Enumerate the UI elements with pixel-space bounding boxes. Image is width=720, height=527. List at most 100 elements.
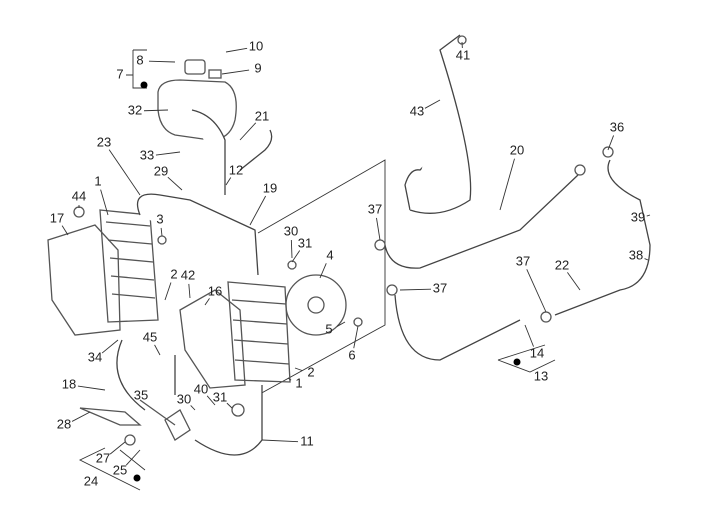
hose-14: [394, 294, 521, 361]
leader-line: [109, 441, 126, 455]
tank-cap: [184, 59, 206, 75]
set-marker-dot: [140, 81, 148, 89]
right-shroud: [179, 289, 246, 389]
callout-27: 27: [96, 450, 110, 465]
callout-35: 35: [134, 387, 148, 402]
callout-21: 21: [255, 108, 269, 123]
leader-line: [125, 449, 141, 466]
leader-line: [206, 395, 216, 406]
callout-5: 5: [325, 321, 332, 336]
leader-line: [336, 321, 346, 327]
callout-32: 32: [128, 102, 142, 117]
callout-20: 20: [510, 142, 524, 157]
callout-11: 11: [300, 433, 314, 448]
leader-line: [646, 214, 651, 217]
hose-21: [239, 129, 273, 171]
callout-23: 23: [97, 134, 111, 149]
leader-line: [77, 385, 106, 391]
callout-1: 1: [94, 173, 101, 188]
leader-line: [294, 367, 303, 372]
leader-line: [524, 324, 534, 347]
callout-1: 1: [295, 375, 302, 390]
callout-8: 8: [136, 52, 143, 67]
leader-line: [100, 189, 109, 216]
set-marker-dot: [133, 474, 141, 482]
leader-line: [607, 135, 615, 151]
callout-3: 3: [156, 211, 163, 226]
callout-28: 28: [57, 416, 71, 431]
hose-11: [194, 385, 263, 456]
leader-line: [526, 269, 547, 313]
leader-line: [61, 225, 69, 236]
callout-34: 34: [88, 349, 102, 364]
leader-line: [190, 405, 196, 411]
hose-43: [409, 34, 472, 214]
callout-25: 25: [113, 462, 127, 477]
leader-line: [164, 282, 172, 301]
leader-line: [261, 439, 299, 443]
callout-4: 4: [326, 247, 333, 262]
callout-41: 41: [456, 47, 470, 62]
fan: [285, 274, 347, 336]
leader-line: [644, 258, 649, 261]
group-brackets: [78, 49, 556, 491]
callout-19: 19: [263, 180, 277, 195]
right-radiator: [179, 281, 291, 389]
leader-line: [188, 283, 191, 299]
expansion-tank: [157, 59, 237, 141]
leader-lines: [61, 41, 651, 466]
callout-44: 44: [72, 188, 86, 203]
hose-18: [116, 339, 146, 411]
callout-43: 43: [410, 103, 424, 118]
callout-12: 12: [229, 162, 243, 177]
left-shroud: [47, 224, 121, 336]
callout-18: 18: [62, 376, 76, 391]
bolt-31: [231, 403, 245, 417]
leader-line: [287, 377, 292, 381]
callout-2: 2: [170, 266, 177, 281]
leader-line: [353, 325, 359, 349]
callout-39: 39: [631, 209, 645, 224]
strap-28: [79, 407, 142, 426]
bracket: [208, 69, 222, 79]
callout-9: 9: [254, 60, 261, 75]
hose-12: [191, 109, 226, 195]
callout-30: 30: [177, 391, 191, 406]
leader-line: [154, 344, 161, 356]
callout-16: 16: [208, 283, 222, 298]
leader-line: [71, 411, 91, 422]
leader-line: [101, 339, 119, 354]
left-radiator: [47, 209, 159, 336]
leader-line: [567, 272, 581, 291]
callout-31: 31: [213, 389, 227, 404]
tee-fitting: [139, 399, 191, 441]
leader-line: [155, 151, 181, 156]
callout-37: 37: [433, 280, 447, 295]
leader-line: [226, 402, 233, 409]
callout-40: 40: [194, 381, 208, 396]
leader-line: [290, 239, 293, 259]
callout-45: 45: [143, 329, 157, 344]
screw-27: [124, 434, 136, 446]
callout-31: 31: [298, 235, 312, 250]
callout-2: 2: [307, 364, 314, 379]
leader-line: [167, 176, 183, 191]
callout-38: 38: [629, 247, 643, 262]
leader-line: [376, 217, 381, 241]
hoses: [116, 34, 651, 456]
leader-line: [148, 60, 176, 63]
callout-37: 37: [516, 253, 530, 268]
callout-14: 14: [530, 345, 544, 360]
leader-line: [143, 109, 169, 112]
callout-36: 36: [610, 119, 624, 134]
callout-10: 10: [249, 38, 263, 53]
callout-29: 29: [154, 163, 168, 178]
callout-33: 33: [140, 147, 154, 162]
callout-22: 22: [555, 257, 569, 272]
leader-line: [221, 69, 250, 75]
callout-42: 42: [181, 267, 195, 282]
callout-24: 24: [84, 473, 98, 488]
